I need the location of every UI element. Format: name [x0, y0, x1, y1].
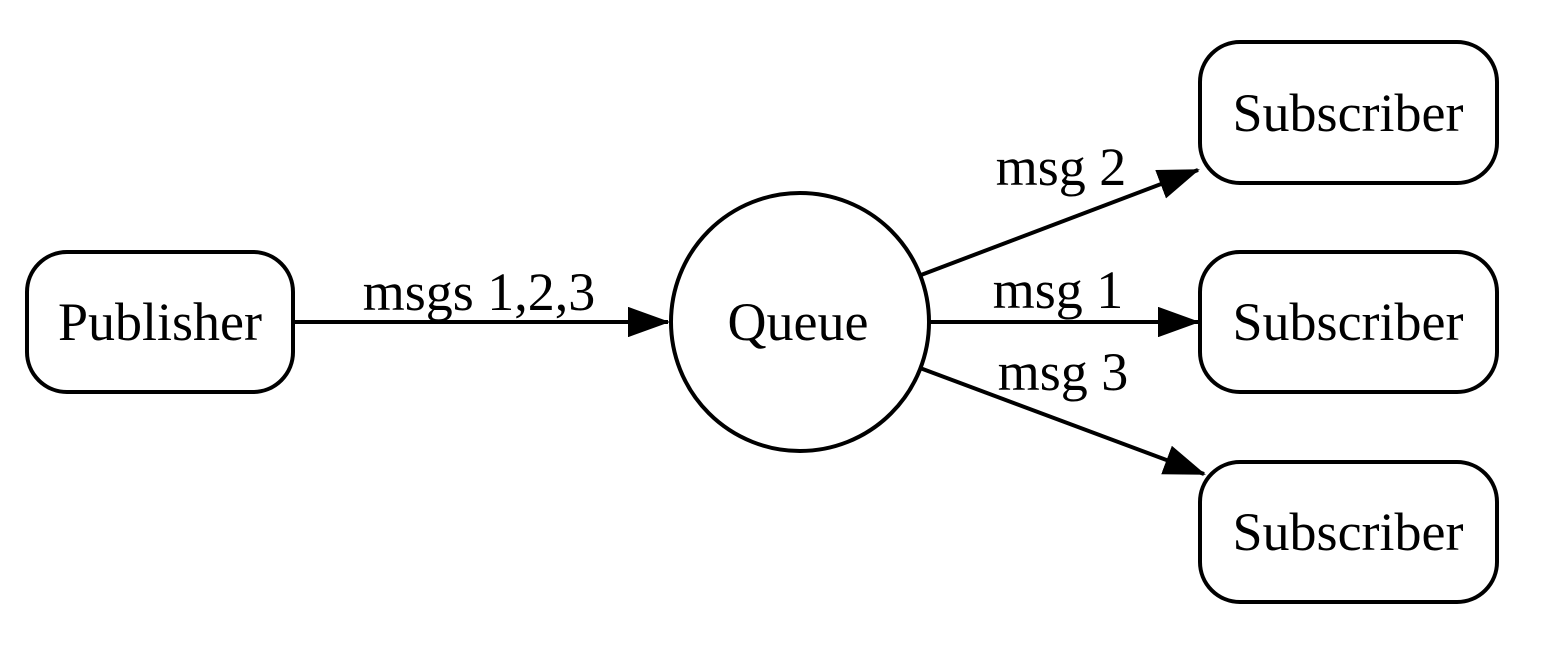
edge-publisher-queue: msgs 1,2,3: [293, 262, 670, 338]
subscriber-bottom-label: Subscriber: [1233, 502, 1464, 562]
node-subscriber-bottom: Subscriber: [1198, 460, 1499, 604]
edge-queue-subscriber-bottom-label: msg 3: [998, 342, 1129, 402]
edge-queue-subscriber-top-label: msg 2: [996, 137, 1127, 197]
edge-queue-subscriber-top-line: [920, 168, 1200, 277]
subscriber-top-label: Subscriber: [1233, 83, 1464, 143]
node-subscriber-middle: Subscriber: [1198, 250, 1499, 394]
subscriber-top-shape: [1198, 40, 1499, 185]
subscriber-middle-label: Subscriber: [1233, 292, 1464, 352]
edge-publisher-queue-label: msgs 1,2,3: [363, 262, 596, 322]
edge-queue-subscriber-middle: msg 1: [930, 260, 1200, 338]
node-queue: Queue: [669, 191, 931, 453]
publisher-label: Publisher: [58, 292, 262, 352]
node-subscriber-top: Subscriber: [1198, 40, 1499, 185]
edge-queue-subscriber-bottom: msg 3: [919, 342, 1206, 476]
edge-queue-subscriber-middle-label: msg 1: [993, 260, 1124, 320]
queue-label: Queue: [728, 292, 869, 352]
edge-queue-subscriber-top: msg 2: [920, 137, 1200, 277]
node-publisher: Publisher: [25, 250, 295, 394]
subscriber-middle-shape: [1198, 250, 1499, 394]
publisher-shape: [25, 250, 295, 394]
queue-shape: [669, 191, 931, 453]
subscriber-bottom-shape: [1198, 460, 1499, 604]
edge-queue-subscriber-bottom-line: [919, 366, 1206, 476]
